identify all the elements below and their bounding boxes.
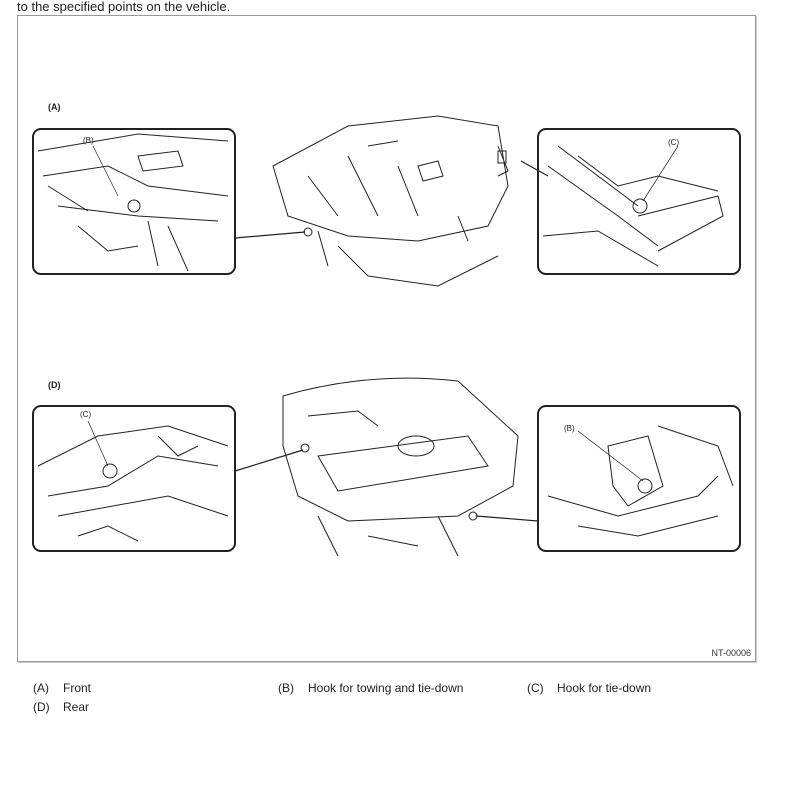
rear-underbody-drawing xyxy=(234,377,539,557)
callout-c: (C) xyxy=(80,410,92,419)
legend-key: (A) xyxy=(33,681,49,695)
callout-c: (C) xyxy=(668,138,680,147)
legend-item-d: (D) Rear xyxy=(33,700,89,714)
callout-b: (B) xyxy=(564,424,575,433)
rear-right-detail-box xyxy=(537,405,741,552)
rear-left-detail-box xyxy=(32,405,236,552)
legend-key: (D) xyxy=(33,700,50,714)
legend-text: Hook for towing and tie-down xyxy=(308,681,464,695)
legend-text: Front xyxy=(63,681,92,695)
legend-key: (C) xyxy=(527,681,544,695)
front-underbody-drawing xyxy=(234,115,549,287)
legend-item-b: (B) Hook for towing and tie-down xyxy=(278,681,463,695)
intro-text: to the specified points on the vehicle. xyxy=(17,0,231,14)
callout-b: (B) xyxy=(83,136,94,145)
legend-text: Hook for tie-down xyxy=(557,681,652,695)
legend-key: (B) xyxy=(278,681,294,695)
legend-item-c: (C) Hook for tie-down xyxy=(527,681,651,695)
legend-text: Rear xyxy=(63,700,90,714)
figure-id: NT-00006 xyxy=(711,648,751,658)
front-left-detail-box xyxy=(32,128,236,275)
section-label-front: (A) xyxy=(48,102,61,112)
section-label-rear: (D) xyxy=(48,380,61,390)
legend-item-a: (A) Front xyxy=(33,681,91,695)
figure-towing-hooks: (A) (B) (C) (D) (C) (B) NT-00006 xyxy=(17,15,756,662)
illustration xyxy=(32,115,741,557)
front-right-detail-box xyxy=(537,128,741,275)
